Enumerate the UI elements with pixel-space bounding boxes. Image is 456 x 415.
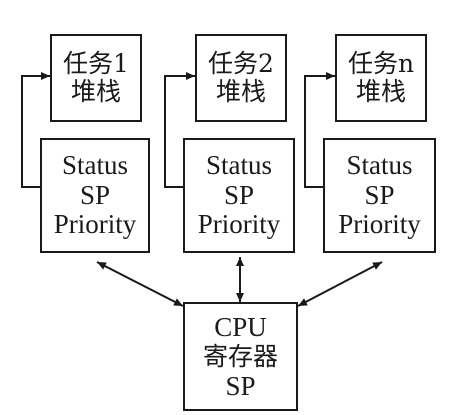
task2-stack-label: 堆栈: [215, 77, 266, 106]
taskn-stack-title: 任务n: [347, 49, 415, 78]
cpu-sp-label: SP: [225, 370, 256, 401]
taskn-status: Status: [346, 149, 413, 180]
task2-status: Status: [205, 149, 272, 180]
task2-tcb-box: Status SP Priority: [183, 138, 295, 253]
context-arrow-task1: [96, 261, 184, 307]
taskn-stack-label: 堆栈: [355, 77, 406, 106]
task1-stack-title: 任务1: [63, 49, 129, 78]
task1-priority: Priority: [53, 209, 137, 240]
task1-stack-box: 任务1 堆栈: [50, 34, 142, 122]
sp-link-task1: [21, 72, 50, 188]
sp-link-taskn: [304, 72, 335, 188]
taskn-priority: Priority: [338, 209, 421, 240]
cpu-label: CPU: [214, 312, 267, 343]
task1-stack-label: 堆栈: [70, 77, 121, 106]
cpu-register-box: CPU 寄存器 SP: [183, 302, 298, 411]
task2-sp: SP: [223, 179, 255, 210]
task1-status: Status: [61, 149, 128, 180]
task1-tcb-box: Status SP Priority: [40, 138, 150, 253]
task2-priority: Priority: [197, 209, 281, 240]
taskn-sp: SP: [364, 179, 395, 210]
taskn-tcb-box: Status SP Priority: [323, 138, 436, 253]
cpu-register-label: 寄存器: [202, 341, 278, 371]
task2-stack-box: 任务2 堆栈: [195, 34, 287, 122]
context-arrow-taskn: [297, 261, 383, 307]
sp-link-task2: [164, 72, 195, 188]
task2-stack-title: 任务2: [208, 49, 274, 78]
taskn-stack-box: 任务n 堆栈: [335, 34, 427, 122]
task1-sp: SP: [79, 179, 111, 210]
